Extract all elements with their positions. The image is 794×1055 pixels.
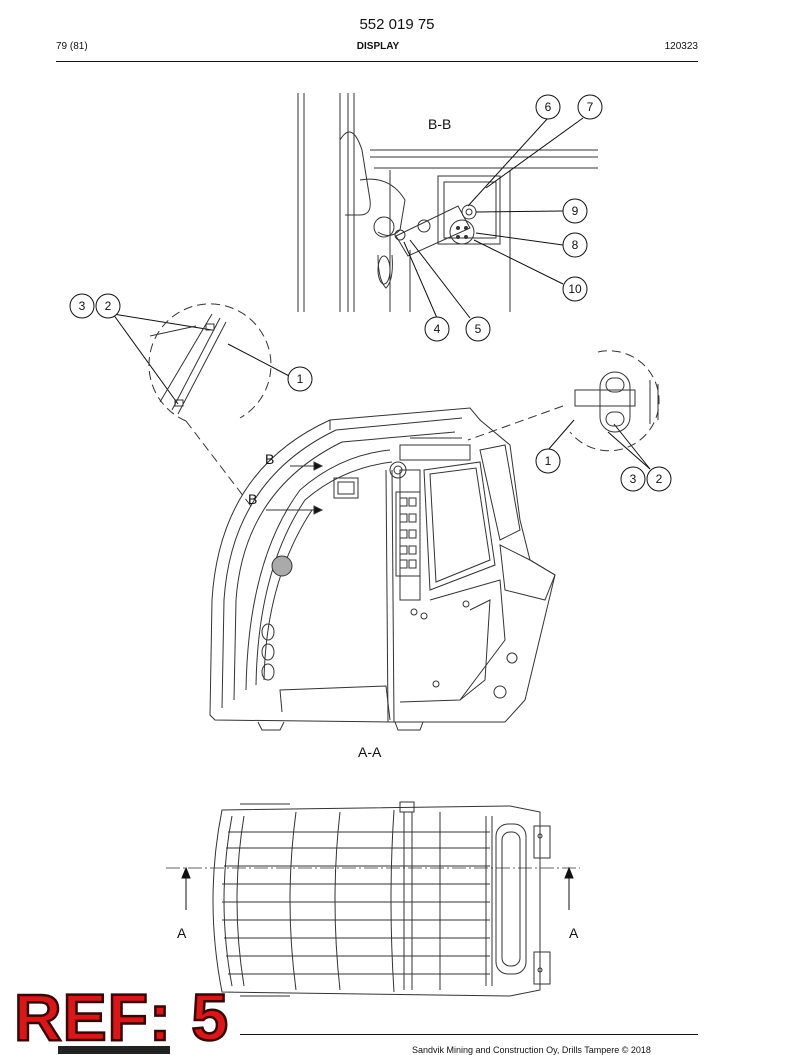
callout-bubbles — [69, 94, 672, 492]
section-title: DISPLAY — [356, 41, 400, 52]
callout-9: 9 — [572, 204, 579, 218]
callout-4: 4 — [434, 322, 441, 336]
view-label-aa: A-A — [358, 744, 382, 760]
detail-circle-left — [148, 303, 272, 511]
callout-5: 5 — [475, 322, 482, 336]
leader-lines — [112, 117, 651, 470]
section-marker-a-right: A — [569, 925, 579, 941]
view-aa-cabin — [209, 407, 556, 731]
section-marker-b-bottom: B — [248, 491, 257, 507]
view-bb-detail — [297, 93, 598, 312]
callout-3-right: 3 — [630, 472, 637, 486]
page-count: 79 (81) — [56, 41, 88, 52]
section-marker-b-top: B — [265, 451, 274, 467]
callout-labels: 6 7 9 8 10 4 5 3 2 1 1 3 2 B-B A-A B B A… — [79, 100, 663, 941]
callout-7: 7 — [587, 100, 594, 114]
view-label-bb: B-B — [428, 116, 451, 132]
header-rule — [56, 61, 698, 62]
callout-6: 6 — [545, 100, 552, 114]
callout-10: 10 — [568, 282, 582, 296]
footer-logo-strip — [58, 1046, 170, 1054]
view-plan — [166, 801, 580, 997]
document-date: 120323 — [664, 41, 698, 52]
callout-8: 8 — [572, 238, 579, 252]
ref-stamp: REF: 5 — [13, 980, 230, 1054]
section-marker-a-left: A — [177, 925, 187, 941]
callout-1-right: 1 — [545, 454, 552, 468]
footer-copyright: Sandvik Mining and Construction Oy, Dril… — [412, 1045, 651, 1055]
callout-1-left: 1 — [297, 372, 304, 386]
callout-2-right: 2 — [656, 472, 663, 486]
callout-2-left: 2 — [105, 299, 112, 313]
document-number: 552 019 75 — [359, 16, 435, 33]
footer-rule — [240, 1034, 698, 1035]
callout-3-left: 3 — [79, 299, 86, 313]
detail-circle-right — [467, 350, 660, 452]
